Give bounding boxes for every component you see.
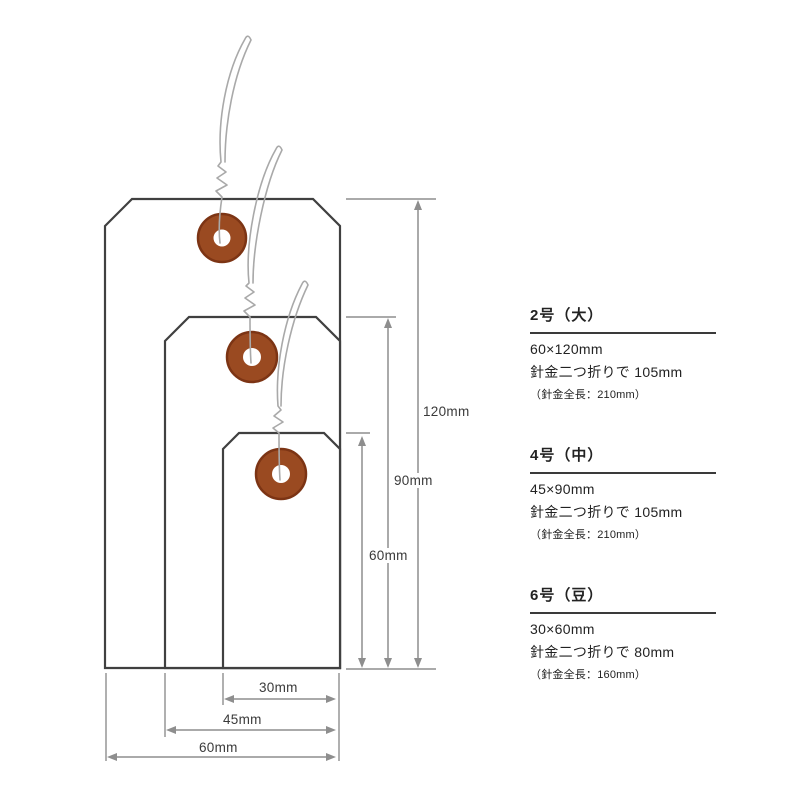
spec-size-no4: 45×90mm bbox=[530, 481, 595, 497]
spec-size-no6: 30×60mm bbox=[530, 621, 595, 637]
spec-wire-no4: 針金二つ折りで 105mm bbox=[530, 504, 683, 520]
spec-block-no2: 2号（大） 60×120mm 針金二つ折りで 105mm （針金全長：210mm… bbox=[530, 304, 716, 402]
height-label-small: 60mm bbox=[367, 548, 410, 563]
height-label-large: 120mm bbox=[421, 404, 472, 419]
extension-lines bbox=[105, 198, 436, 761]
width-label-large: 60mm bbox=[197, 740, 240, 755]
width-label-medium: 45mm bbox=[221, 712, 264, 727]
wires bbox=[215, 35, 309, 481]
spec-title-no2: 2号（大） bbox=[530, 304, 716, 334]
wire-large bbox=[215, 35, 252, 244]
dimension-lines bbox=[112, 207, 419, 758]
eyelet-medium-hole bbox=[243, 348, 261, 366]
wire-medium bbox=[243, 145, 283, 364]
spec-wire-total-no6: （針金全長：160mm） bbox=[530, 669, 647, 681]
tag-outlines bbox=[103, 197, 342, 670]
eyelets bbox=[196, 212, 308, 501]
spec-title-no4: 4号（中） bbox=[530, 444, 716, 474]
spec-block-no6: 6号（豆） 30×60mm 針金二つ折りで 80mm （針金全長：160mm） bbox=[530, 584, 716, 682]
width-label-small: 30mm bbox=[257, 680, 300, 695]
spec-wire-total-no4: （針金全長：210mm） bbox=[530, 529, 647, 541]
spec-wire-no6: 針金二つ折りで 80mm bbox=[530, 644, 675, 660]
spec-block-no4: 4号（中） 45×90mm 針金二つ折りで 105mm （針金全長：210mm） bbox=[530, 444, 716, 542]
spec-wire-no2: 針金二つ折りで 105mm bbox=[530, 364, 683, 380]
tag-small-outline bbox=[221, 431, 342, 670]
height-label-medium: 90mm bbox=[392, 473, 435, 488]
eyelet-small-hole bbox=[272, 465, 290, 483]
spec-title-no6: 6号（豆） bbox=[530, 584, 716, 614]
dimension-arrowheads bbox=[107, 200, 422, 761]
wire-small bbox=[272, 280, 309, 481]
spec-wire-total-no2: （針金全長：210mm） bbox=[530, 389, 647, 401]
spec-size-no2: 60×120mm bbox=[530, 341, 603, 357]
eyelet-large-hole bbox=[213, 229, 231, 247]
